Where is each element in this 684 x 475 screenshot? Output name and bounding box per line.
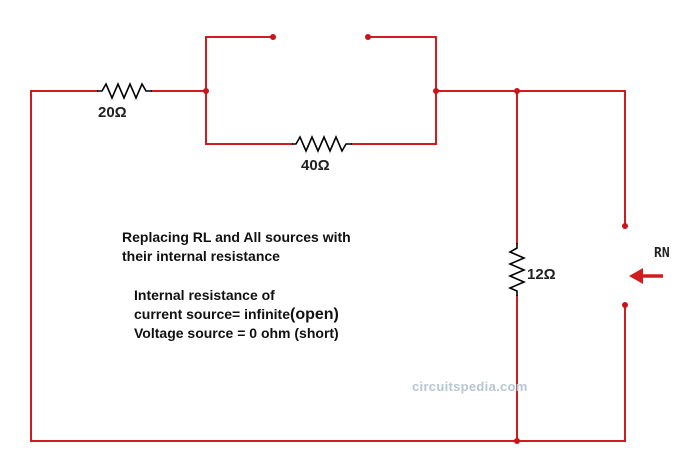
wire-open-branch-left	[205, 36, 274, 92]
output-terminal-top	[622, 223, 628, 229]
output-terminal-bottom	[622, 302, 628, 308]
resistor-20-ohm	[97, 81, 152, 101]
note-replacing: Replacing RL and All sources with their …	[122, 228, 351, 266]
node-12-bottom	[514, 438, 520, 444]
node-12-top	[514, 88, 520, 94]
watermark: circuitspedia.com	[412, 379, 528, 394]
label-40-ohm: 40Ω	[301, 157, 330, 174]
wire-40-branch-left	[205, 90, 293, 145]
wire-left-loop	[30, 90, 626, 442]
note-internal-resistance: Internal resistance of current source= i…	[134, 286, 339, 343]
note-line-4: current source= infinite(open)	[134, 305, 339, 324]
resistor-40-ohm	[292, 134, 352, 154]
note-line-3: Internal resistance of	[134, 287, 275, 303]
node-left-junction	[203, 88, 209, 94]
wire-top-right	[435, 90, 626, 227]
note-line-4a: current source= infinite	[134, 306, 290, 322]
open-terminal-left	[270, 34, 276, 40]
wire-40-branch-right	[351, 90, 437, 145]
left-arrow-icon	[629, 268, 663, 284]
node-right-junction	[433, 88, 439, 94]
note-line-2: their internal resistance	[122, 248, 280, 264]
label-12-ohm: 12Ω	[527, 266, 556, 283]
note-line-4b: (open)	[289, 306, 339, 323]
open-terminal-right	[365, 34, 371, 40]
note-line-5: Voltage source = 0 ohm (short)	[134, 325, 339, 341]
resistor-12-ohm	[507, 243, 527, 296]
wire-open-branch-right	[367, 36, 437, 92]
label-rn: RN	[654, 246, 670, 261]
label-20-ohm: 20Ω	[98, 104, 127, 121]
note-line-1: Replacing RL and All sources with	[122, 229, 351, 245]
